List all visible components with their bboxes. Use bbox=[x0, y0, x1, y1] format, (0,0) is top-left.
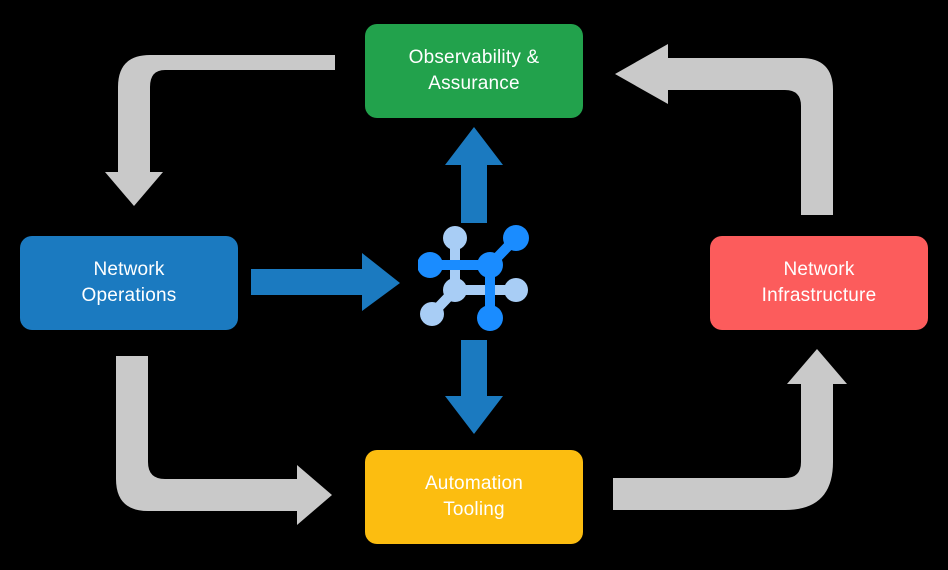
node-observability-assurance-label: Observability & Assurance bbox=[408, 47, 540, 94]
gray-arrow-network-operations-to-automation-tooling bbox=[116, 356, 332, 525]
network-hub-icon bbox=[418, 225, 529, 331]
node-network-operations[interactable]: Network Operations bbox=[20, 236, 238, 330]
gray-arrow-network-infrastructure-to-observability bbox=[615, 44, 833, 215]
node-observability-assurance[interactable]: Observability & Assurance bbox=[365, 24, 583, 118]
node-network-infrastructure[interactable]: Network Infrastructure bbox=[710, 236, 928, 330]
gray-arrow-automation-tooling-to-network-infrastructure bbox=[613, 349, 847, 510]
node-automation-tooling-label: Automation Tooling bbox=[424, 473, 524, 520]
node-automation-tooling[interactable]: Automation Tooling bbox=[365, 450, 583, 544]
gray-arrow-observability-to-network-operations bbox=[105, 55, 335, 206]
blue-arrow-network-operations-to-hub bbox=[251, 253, 400, 311]
blue-arrow-hub-to-automation-tooling bbox=[445, 340, 503, 434]
node-network-infrastructure-label: Network Infrastructure bbox=[761, 259, 877, 306]
network-hub-light-nodes bbox=[420, 226, 528, 326]
node-network-operations-label: Network Operations bbox=[81, 259, 177, 306]
blue-arrow-hub-to-observability bbox=[445, 127, 503, 223]
network-hub-dark-nodes bbox=[418, 225, 529, 331]
